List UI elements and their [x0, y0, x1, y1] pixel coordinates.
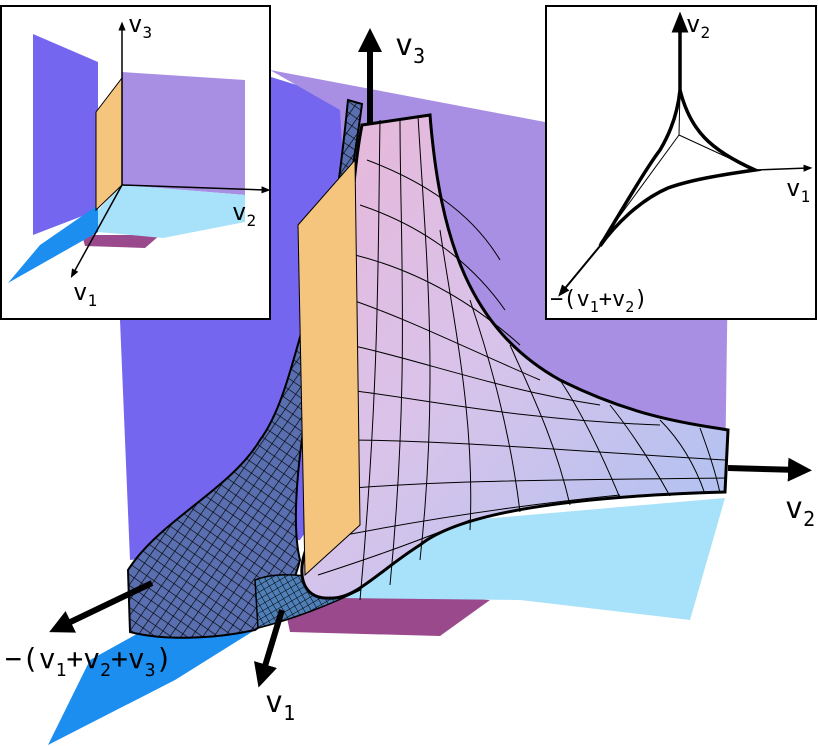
orange-plane: [297, 158, 361, 577]
inset-left: v3 v2 v1: [0, 5, 271, 320]
inset-left-plane-v1v3: [33, 34, 98, 235]
inset-left-axis-v1: [70, 184, 123, 278]
inset-left-plane-v1v2: [98, 185, 245, 238]
floor-plane-v1v2: [300, 498, 725, 620]
inset-right-axis-neg-sum: [558, 245, 601, 297]
inset-left-label-v3: v3: [128, 10, 152, 42]
label-v2: v2: [785, 491, 815, 531]
inset-right: v2 v1 −(v1+v2): [545, 5, 817, 320]
axis-v1: [253, 609, 285, 688]
axis-neg-sum: [49, 580, 154, 633]
label-v1: v1: [265, 685, 295, 725]
inset-right-label-neg-sum: −(v1+v2): [550, 287, 648, 316]
inset-left-floor-strip: [82, 235, 160, 248]
inset-right-label-v2: v2: [686, 10, 710, 42]
inset-left-label-v1: v1: [73, 278, 97, 310]
inset-left-plane-front: [8, 205, 98, 283]
label-v3: v3: [395, 28, 425, 68]
label-neg-sum: −(v1+v2+v3): [5, 642, 172, 681]
inset-left-axis-v2: [121, 184, 271, 194]
inset-left-plane-v2v3: [122, 72, 245, 195]
axis-v2: [727, 457, 812, 482]
surface-grid: [317, 115, 726, 601]
inset-right-curve: [598, 89, 762, 248]
inset-right-label-v1: v1: [786, 174, 810, 206]
inset-right-axis-v1: [754, 164, 813, 172]
inset-left-label-v2: v2: [232, 198, 256, 230]
